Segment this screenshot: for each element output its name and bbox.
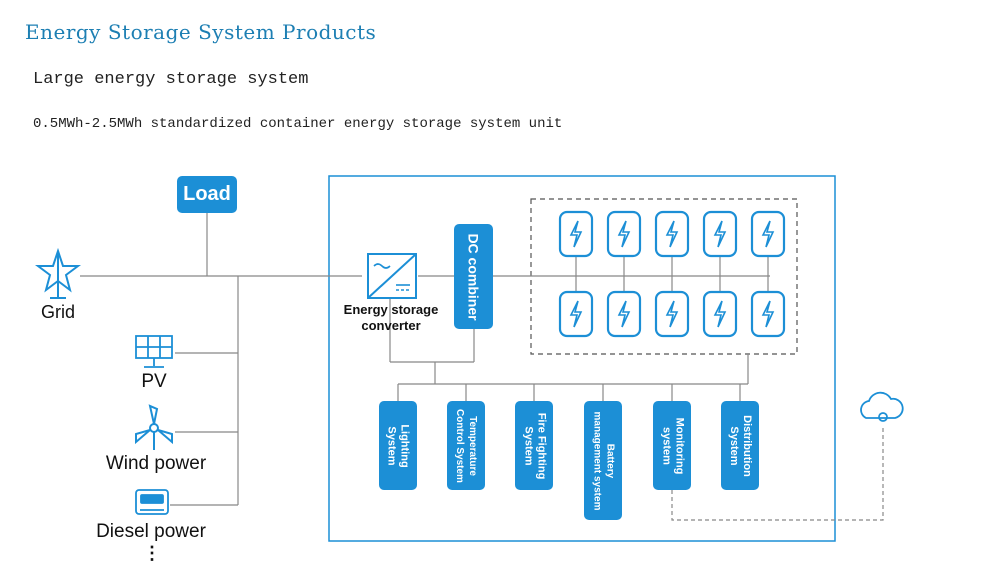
diesel-power-label: Diesel power <box>96 521 206 542</box>
grid-label: Grid <box>40 302 75 322</box>
container-outline <box>328 175 836 542</box>
battery-icon <box>606 210 642 258</box>
battery-icon <box>654 290 690 338</box>
wind-turbine-icon <box>135 404 173 450</box>
cloud-link <box>671 428 884 521</box>
subsystem-label: Fire Fighting System <box>522 412 548 479</box>
subsystem-label: Battery management system <box>591 411 615 510</box>
battery-rack-outline <box>530 198 798 355</box>
subsystem-label: Temperature Control System <box>454 408 478 483</box>
dc-combiner-label: DC combiner <box>465 232 482 321</box>
cloud-icon <box>860 391 904 422</box>
subsystem-label: Distribution System <box>728 414 753 477</box>
battery-icon <box>558 290 594 338</box>
grid-tower-icon <box>35 247 81 299</box>
section-description: 0.5MWh-2.5MWh standardized container ene… <box>33 116 563 132</box>
subsystem-distribution: Distribution System <box>721 401 759 490</box>
battery-icon <box>558 210 594 258</box>
solar-panel-icon <box>135 335 173 368</box>
converter-icon <box>367 253 417 299</box>
converter-label: Energy storage converter <box>343 302 439 333</box>
diesel-generator-icon <box>135 489 169 515</box>
page-title: Energy Storage System Products <box>25 20 377 44</box>
pv-label: PV <box>141 371 167 392</box>
subsystem-label: Monitoring system <box>660 417 686 474</box>
connection-lines <box>80 213 770 506</box>
battery-icon <box>654 210 690 258</box>
subsystem-label: Lighting System <box>386 423 411 468</box>
battery-array <box>558 210 786 338</box>
subsystem-temperature-control: Temperature Control System <box>447 401 485 490</box>
battery-icon <box>702 210 738 258</box>
subsystem-battery-management: Battery management system <box>584 401 622 520</box>
subsystem-fire-fighting: Fire Fighting System <box>515 401 553 490</box>
wind-power-label: Wind power <box>105 453 207 474</box>
battery-icon <box>750 210 786 258</box>
battery-icon <box>750 290 786 338</box>
subsystem-lighting: Lighting System <box>379 401 417 490</box>
load-box: Load <box>177 176 237 213</box>
dc-combiner-box: DC combiner <box>454 224 493 329</box>
battery-icon <box>702 290 738 338</box>
battery-icon <box>606 290 642 338</box>
more-sources-ellipsis: ⋮ <box>143 543 161 563</box>
section-subtitle: Large energy storage system <box>33 70 309 89</box>
subsystem-monitoring: Monitoring system <box>653 401 691 490</box>
